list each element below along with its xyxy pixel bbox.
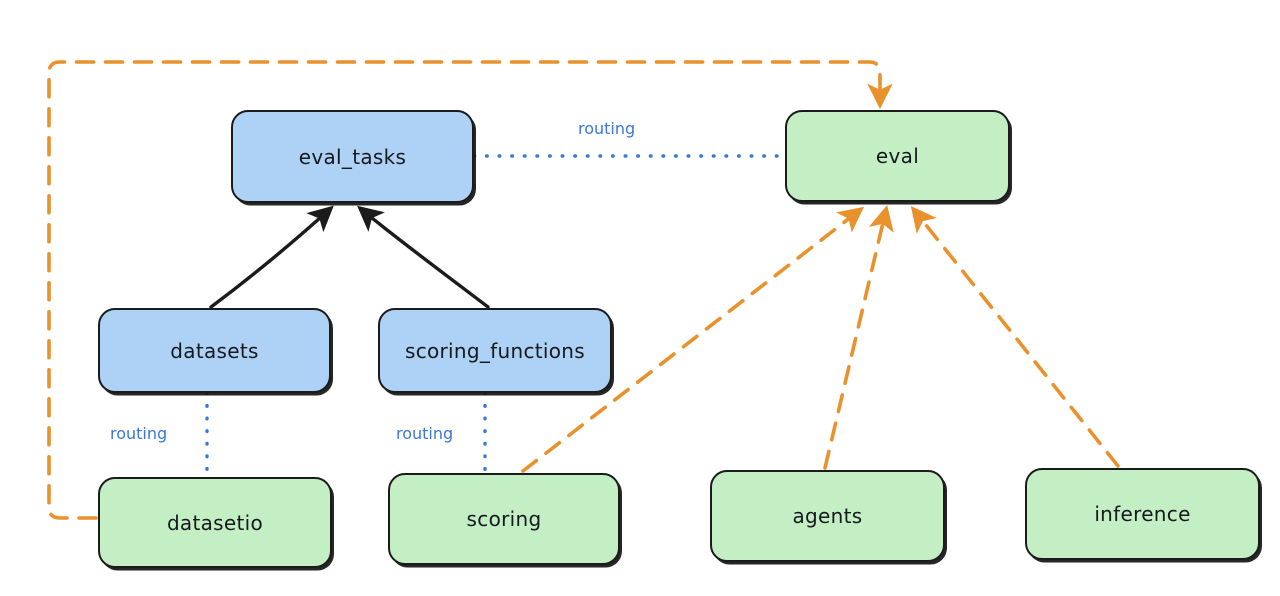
node-label-scoring-functions: scoring_functions [404, 338, 586, 363]
node-label-eval-tasks: eval_tasks [298, 144, 407, 169]
node-eval-tasks[interactable]: eval_tasks [231, 110, 474, 203]
edge-inference-eval [910, 206, 1120, 468]
node-inference[interactable]: inference [1025, 468, 1260, 560]
edge-label-routing-eval-tasks-eval: routing [578, 119, 636, 138]
edge-label-routing-datasets-datasetio: routing [110, 424, 168, 443]
node-datasets[interactable]: datasets [98, 308, 331, 393]
node-label-datasets: datasets [170, 338, 259, 363]
node-label-datasetio: datasetio [166, 510, 264, 535]
node-datasetio[interactable]: datasetio [98, 477, 332, 568]
node-agents[interactable]: agents [710, 470, 945, 562]
edge-label-routing-scoring-functions-scoring: routing [396, 424, 454, 443]
edge-agents-eval [823, 205, 894, 470]
node-label-scoring: scoring [466, 507, 542, 531]
node-eval[interactable]: eval [785, 110, 1010, 202]
edge-datasets-eval_tasks [209, 205, 334, 309]
node-label-eval: eval [875, 144, 920, 168]
edge-scoring_functions-eval_tasks [357, 205, 490, 309]
node-label-inference: inference [1094, 502, 1191, 526]
node-label-agents: agents [792, 504, 863, 528]
node-scoring[interactable]: scoring [388, 473, 620, 565]
node-scoring-functions[interactable]: scoring_functions [378, 308, 612, 393]
